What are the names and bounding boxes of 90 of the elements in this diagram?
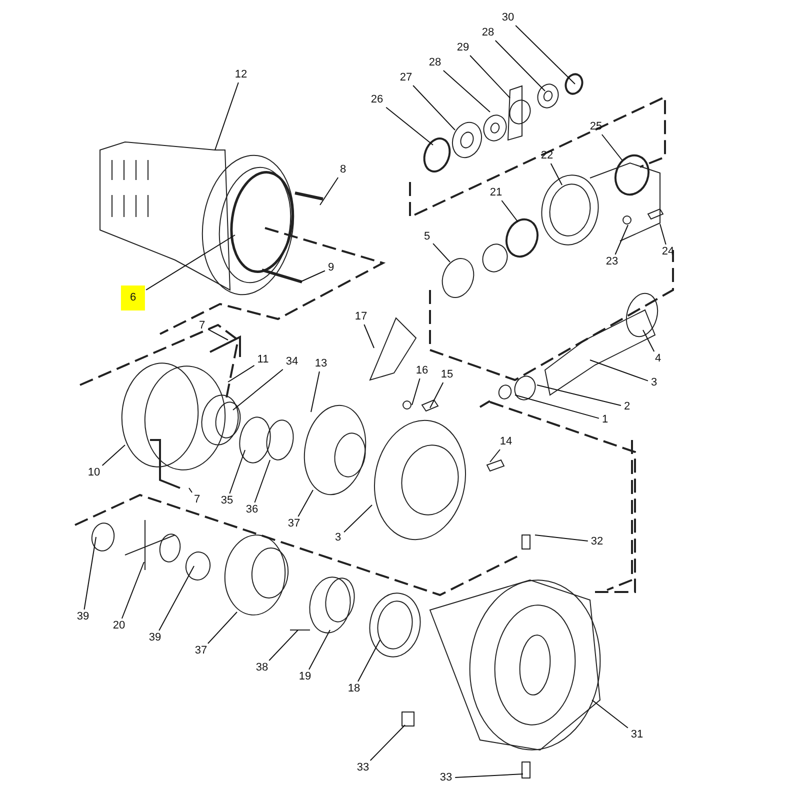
callout-number: 31 xyxy=(628,728,646,742)
callout-number: 33 xyxy=(438,772,454,784)
leader-line xyxy=(514,394,600,419)
callout-number: 30 xyxy=(500,12,516,24)
leader-line xyxy=(534,534,588,542)
leader-line xyxy=(84,536,96,610)
leader-line xyxy=(310,371,320,412)
leader-line xyxy=(232,368,284,410)
leader-line xyxy=(494,40,546,92)
leader-line xyxy=(370,724,406,761)
callout-number: 39 xyxy=(74,610,92,624)
callout-number: 24 xyxy=(660,246,676,258)
callout-number: 29 xyxy=(454,42,472,54)
callout-number: 20 xyxy=(110,620,128,632)
callout-number: 4 xyxy=(652,352,664,366)
leader-line xyxy=(102,444,126,466)
leader-line xyxy=(300,270,326,282)
leader-line xyxy=(228,364,255,382)
callout-number: 19 xyxy=(296,670,314,684)
callout-number: 35 xyxy=(218,494,236,508)
callout-number: 39 xyxy=(146,632,164,644)
callout-number: 32 xyxy=(588,536,606,548)
leader-line xyxy=(550,163,562,186)
callout-number: 38 xyxy=(254,662,270,674)
callout-number: 34 xyxy=(284,356,300,368)
leader-line xyxy=(642,330,655,352)
callout-number: 9 xyxy=(326,262,336,274)
leader-line xyxy=(268,630,298,661)
callout-number: 7 xyxy=(192,494,202,506)
callout-number: 1 xyxy=(600,414,610,426)
leader-line xyxy=(501,200,518,222)
callout-number: 37 xyxy=(192,644,210,658)
leader-line xyxy=(188,488,192,493)
callout-number: 8 xyxy=(338,164,348,176)
callout-number: 7 xyxy=(196,320,208,332)
callout-number: 10 xyxy=(86,466,102,480)
leader-line xyxy=(536,384,622,406)
callout-number: 16 xyxy=(414,364,430,378)
leader-line xyxy=(515,25,576,84)
leader-line xyxy=(320,177,339,206)
leader-line xyxy=(207,612,238,644)
callout-number: 28 xyxy=(480,26,496,40)
leader-line xyxy=(364,324,374,348)
leader-line xyxy=(298,490,314,517)
leader-line xyxy=(412,378,420,406)
leader-line xyxy=(442,70,490,112)
callout-number: 11 xyxy=(255,354,271,366)
callout-number: 17 xyxy=(352,310,370,324)
callout-number: 27 xyxy=(398,72,414,84)
callout-number: 6 xyxy=(120,286,146,310)
callout-number: 37 xyxy=(286,518,302,530)
leader-line xyxy=(158,566,194,631)
callout-number: 28 xyxy=(426,56,444,70)
callout-number: 26 xyxy=(368,94,386,106)
callout-number: 15 xyxy=(438,368,456,382)
leader-line xyxy=(470,55,510,98)
leader-line xyxy=(590,360,648,382)
callout-number: 3 xyxy=(648,376,660,390)
leader-line xyxy=(214,82,239,150)
callout-number: 2 xyxy=(622,400,632,414)
leader-line xyxy=(146,234,236,290)
leader-line xyxy=(432,243,450,262)
leader-line xyxy=(344,504,372,533)
leader-line xyxy=(454,774,524,778)
callout-number: 12 xyxy=(232,68,250,82)
callout-number: 33 xyxy=(354,762,372,774)
leader-line xyxy=(592,700,628,728)
leader-line xyxy=(601,134,622,160)
leader-line xyxy=(121,562,144,619)
callout-number: 18 xyxy=(346,682,362,696)
callout-number: 25 xyxy=(588,120,604,134)
leader-line xyxy=(614,224,628,255)
leader-line xyxy=(430,382,444,408)
callout-number: 3 xyxy=(332,532,344,544)
leader-line xyxy=(357,640,380,682)
callout-number: 23 xyxy=(604,256,620,268)
callout-number: 22 xyxy=(538,150,556,162)
callout-number: 36 xyxy=(244,504,260,516)
leader-line xyxy=(386,106,434,146)
callout-number: 13 xyxy=(312,358,330,370)
leader-line xyxy=(490,449,500,462)
leader-line xyxy=(660,224,666,245)
callout-number: 21 xyxy=(488,186,504,200)
callout-number: 5 xyxy=(422,230,432,244)
leader-line xyxy=(254,460,270,503)
callout-number: 14 xyxy=(498,436,514,448)
leader-line xyxy=(208,328,228,340)
leader-line xyxy=(412,85,456,130)
leader-line xyxy=(229,450,246,494)
leader-line xyxy=(308,630,330,670)
